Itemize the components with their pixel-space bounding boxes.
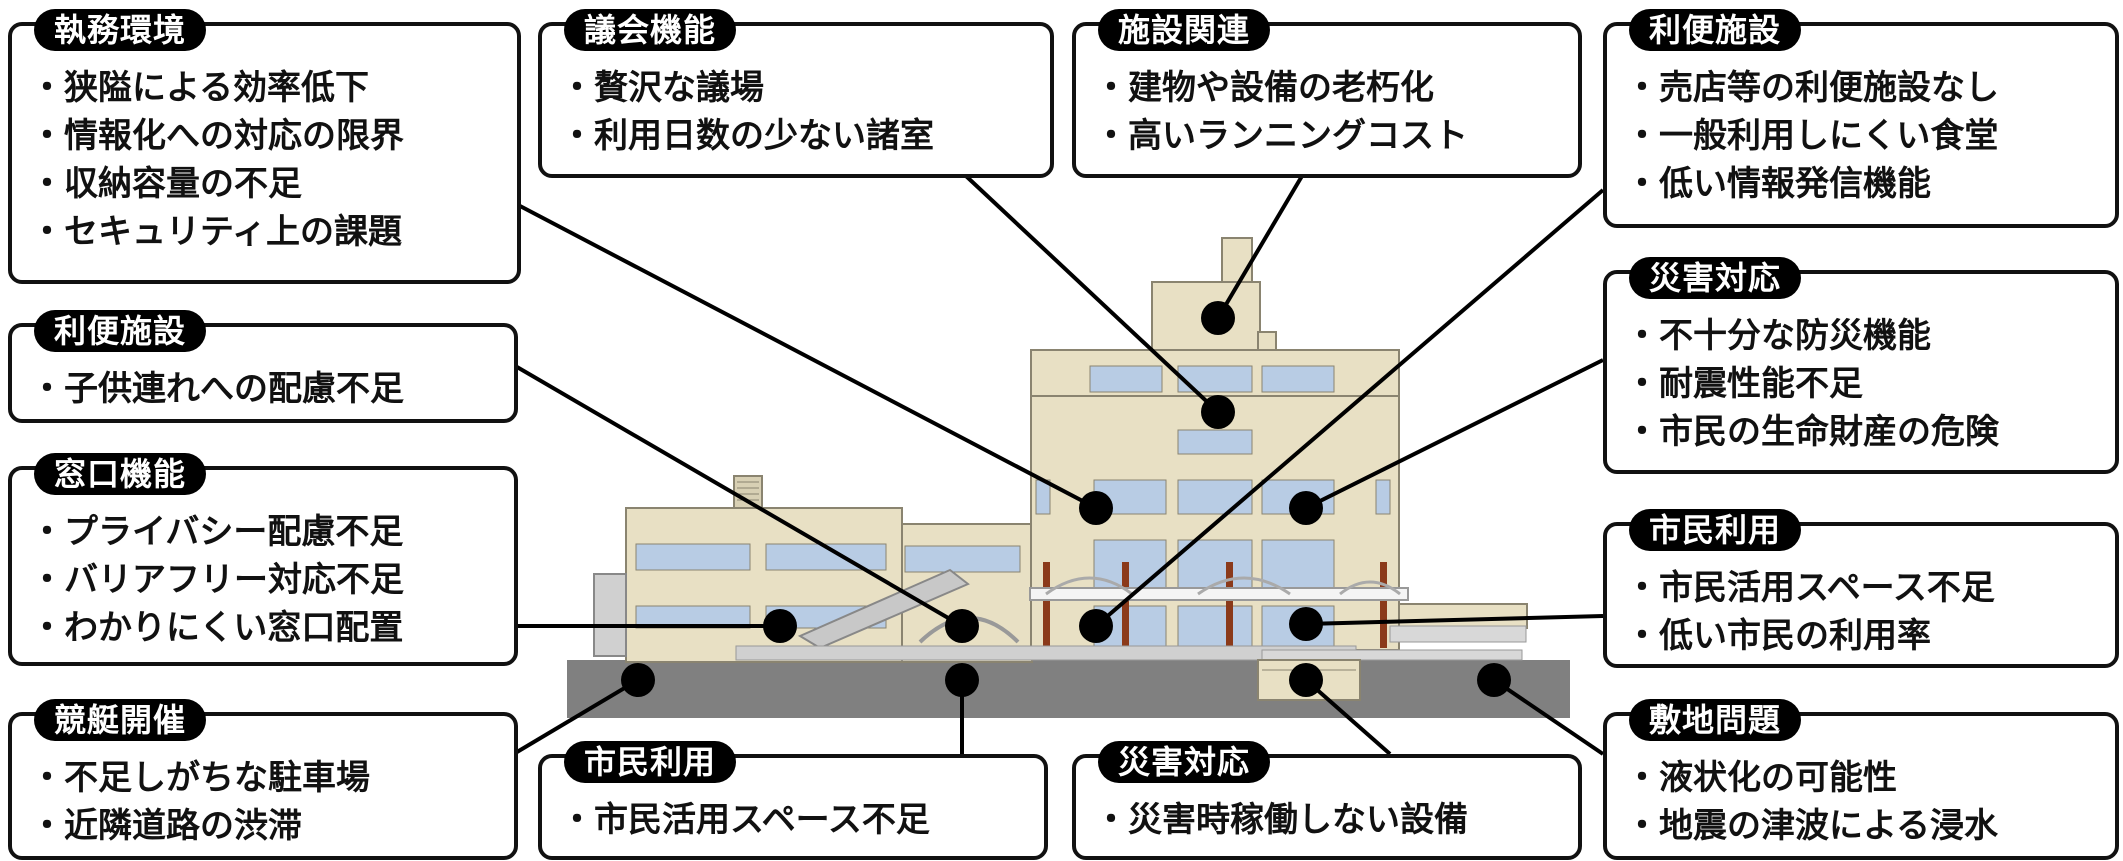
marker-shimin-bottom (945, 663, 979, 697)
issue-item: 低い情報発信機能 (1625, 160, 2099, 208)
issue-item: 液状化の可能性 (1625, 754, 2099, 802)
leader-riben-left (515, 365, 964, 628)
callout-riben-left: 利便施設 子供連れへの配慮不足 (8, 310, 518, 423)
issue-item: わかりにくい窓口配置 (30, 604, 498, 652)
marker-saigai-right (1289, 491, 1323, 525)
issue-item: プライバシー配慮不足 (30, 508, 498, 556)
leader-riben-right (1094, 188, 1605, 628)
issue-item: 不足しがちな駐車場 (30, 754, 498, 802)
category-label: 利便施設 (34, 310, 207, 352)
issue-item: セキュリティ上の課題 (30, 208, 501, 256)
category-label: 市民利用 (564, 741, 737, 783)
issue-item: 建物や設備の老朽化 (1094, 64, 1562, 112)
marker-shikichi (1477, 663, 1511, 697)
leader-saigai-right (1305, 358, 1604, 510)
marker-shimin-right (1289, 607, 1323, 641)
marker-shisetsu (1201, 301, 1235, 335)
callout-shikichi: 敷地問題 液状化の可能性 地震の津波による浸水 (1603, 699, 2119, 860)
issue-item: 贅沢な議場 (560, 64, 1034, 112)
category-label: 執務環境 (34, 9, 207, 51)
callout-madoguchi: 窓口機能 プライバシー配慮不足 バリアフリー対応不足 わかりにくい窓口配置 (8, 453, 518, 666)
issue-item: 子供連れへの配慮不足 (30, 365, 498, 413)
callout-riben-right: 利便施設 売店等の利便施設なし 一般利用しにくい食堂 低い情報発信機能 (1603, 9, 2119, 228)
category-label: 敷地問題 (1629, 699, 1802, 741)
category-label: 災害対応 (1098, 741, 1271, 783)
issue-item: 一般利用しにくい食堂 (1625, 112, 2099, 160)
issue-item: 狭隘による効率低下 (30, 64, 501, 112)
marker-kyotei (621, 663, 655, 697)
leader-shitsumu (519, 204, 1097, 510)
category-label: 災害対応 (1629, 257, 1802, 299)
issue-item: バリアフリー対応不足 (30, 556, 498, 604)
callout-shimin-bottom: 市民利用 市民活用スペース不足 (538, 741, 1048, 860)
leader-shisetsu (1216, 174, 1304, 320)
issue-item: 利用日数の少ない諸室 (560, 112, 1034, 160)
marker-madoguchi (763, 609, 797, 643)
callout-saigai-bottom: 災害対応 災害時稼働しない設備 (1072, 741, 1582, 860)
issue-item: 市民活用スペース不足 (560, 796, 1028, 844)
callout-gikai: 議会機能 贅沢な議場 利用日数の少ない諸室 (538, 9, 1054, 178)
left-annex (625, 507, 903, 663)
issue-item: 耐震性能不足 (1625, 360, 2099, 408)
leader-gikai (964, 174, 1220, 414)
issue-item: 地震の津波による浸水 (1625, 802, 2099, 850)
marker-shitsumu (1079, 491, 1113, 525)
callout-kyotei: 競艇開催 不足しがちな駐車場 近隣道路の渋滞 (8, 699, 518, 860)
category-label: 競艇開催 (34, 699, 207, 741)
issue-item: 市民の生命財産の危険 (1625, 408, 2099, 456)
leader-saigai-bottom (1304, 678, 1392, 756)
category-label: 利便施設 (1629, 9, 1802, 51)
callout-shimin-right: 市民利用 市民活用スペース不足 低い市民の利用率 (1603, 509, 2119, 668)
issue-item: 近隣道路の渋滞 (30, 802, 498, 850)
category-label: 市民利用 (1629, 509, 1802, 551)
issue-item: 不十分な防災機能 (1625, 312, 2099, 360)
leader-shikichi (1492, 678, 1605, 756)
marker-riben-left (945, 609, 979, 643)
callout-saigai-right: 災害対応 不十分な防災機能 耐震性能不足 市民の生命財産の危険 (1603, 257, 2119, 474)
callout-shisetsu: 施設関連 建物や設備の老朽化 高いランニングコスト (1072, 9, 1582, 178)
issue-item: 収納容量の不足 (30, 160, 501, 208)
leader-kyotei (515, 678, 640, 754)
issue-item: 情報化への対応の限界 (30, 112, 501, 160)
leader-shimin-right (1305, 614, 1604, 626)
callout-shitsumu: 執務環境 狭隘による効率低下 情報化への対応の限界 収納容量の不足 セキュリティ… (8, 9, 521, 284)
issue-item: 低い市民の利用率 (1625, 612, 2099, 660)
marker-saigai-bottom (1289, 663, 1323, 697)
marker-gikai (1201, 395, 1235, 429)
issue-item: 災害時稼働しない設備 (1094, 796, 1562, 844)
issue-item: 売店等の利便施設なし (1625, 64, 2099, 112)
category-label: 議会機能 (564, 9, 737, 51)
marker-riben-right (1079, 609, 1113, 643)
issue-item: 市民活用スペース不足 (1625, 564, 2099, 612)
issue-item: 高いランニングコスト (1094, 112, 1562, 160)
category-label: 窓口機能 (34, 453, 207, 495)
ground-slab (567, 660, 1570, 718)
category-label: 施設関連 (1098, 9, 1271, 51)
